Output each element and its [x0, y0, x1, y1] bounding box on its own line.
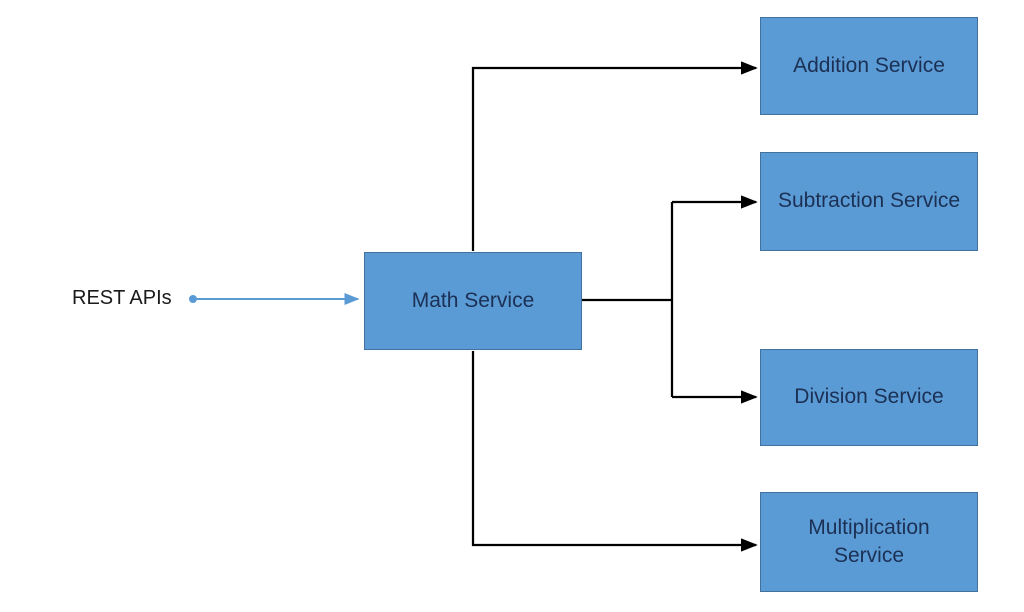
node-division-service-label: Division Service — [794, 385, 944, 409]
node-subtraction-service-label: Subtraction Service — [777, 189, 961, 213]
node-subtraction-service: Subtraction Service — [760, 152, 978, 251]
edge-math-to-multiplication — [471, 351, 758, 552]
edge-math-branch-trunk — [582, 202, 674, 397]
edge-rest-to-math-start-dot — [189, 295, 197, 303]
node-math-service: Math Service — [364, 252, 582, 350]
node-addition-service-label: Addition Service — [793, 53, 945, 77]
node-multiplication-service: Multiplication Service — [760, 492, 978, 592]
node-addition-service: Addition Service — [760, 17, 978, 115]
node-division-service: Division Service — [760, 349, 978, 446]
rest-apis-label: REST APIs — [72, 287, 172, 309]
node-math-service-label: Math Service — [411, 288, 535, 312]
edge-math-to-addition — [471, 61, 758, 251]
node-multiplication-service-label: Multiplication Service — [808, 515, 930, 567]
